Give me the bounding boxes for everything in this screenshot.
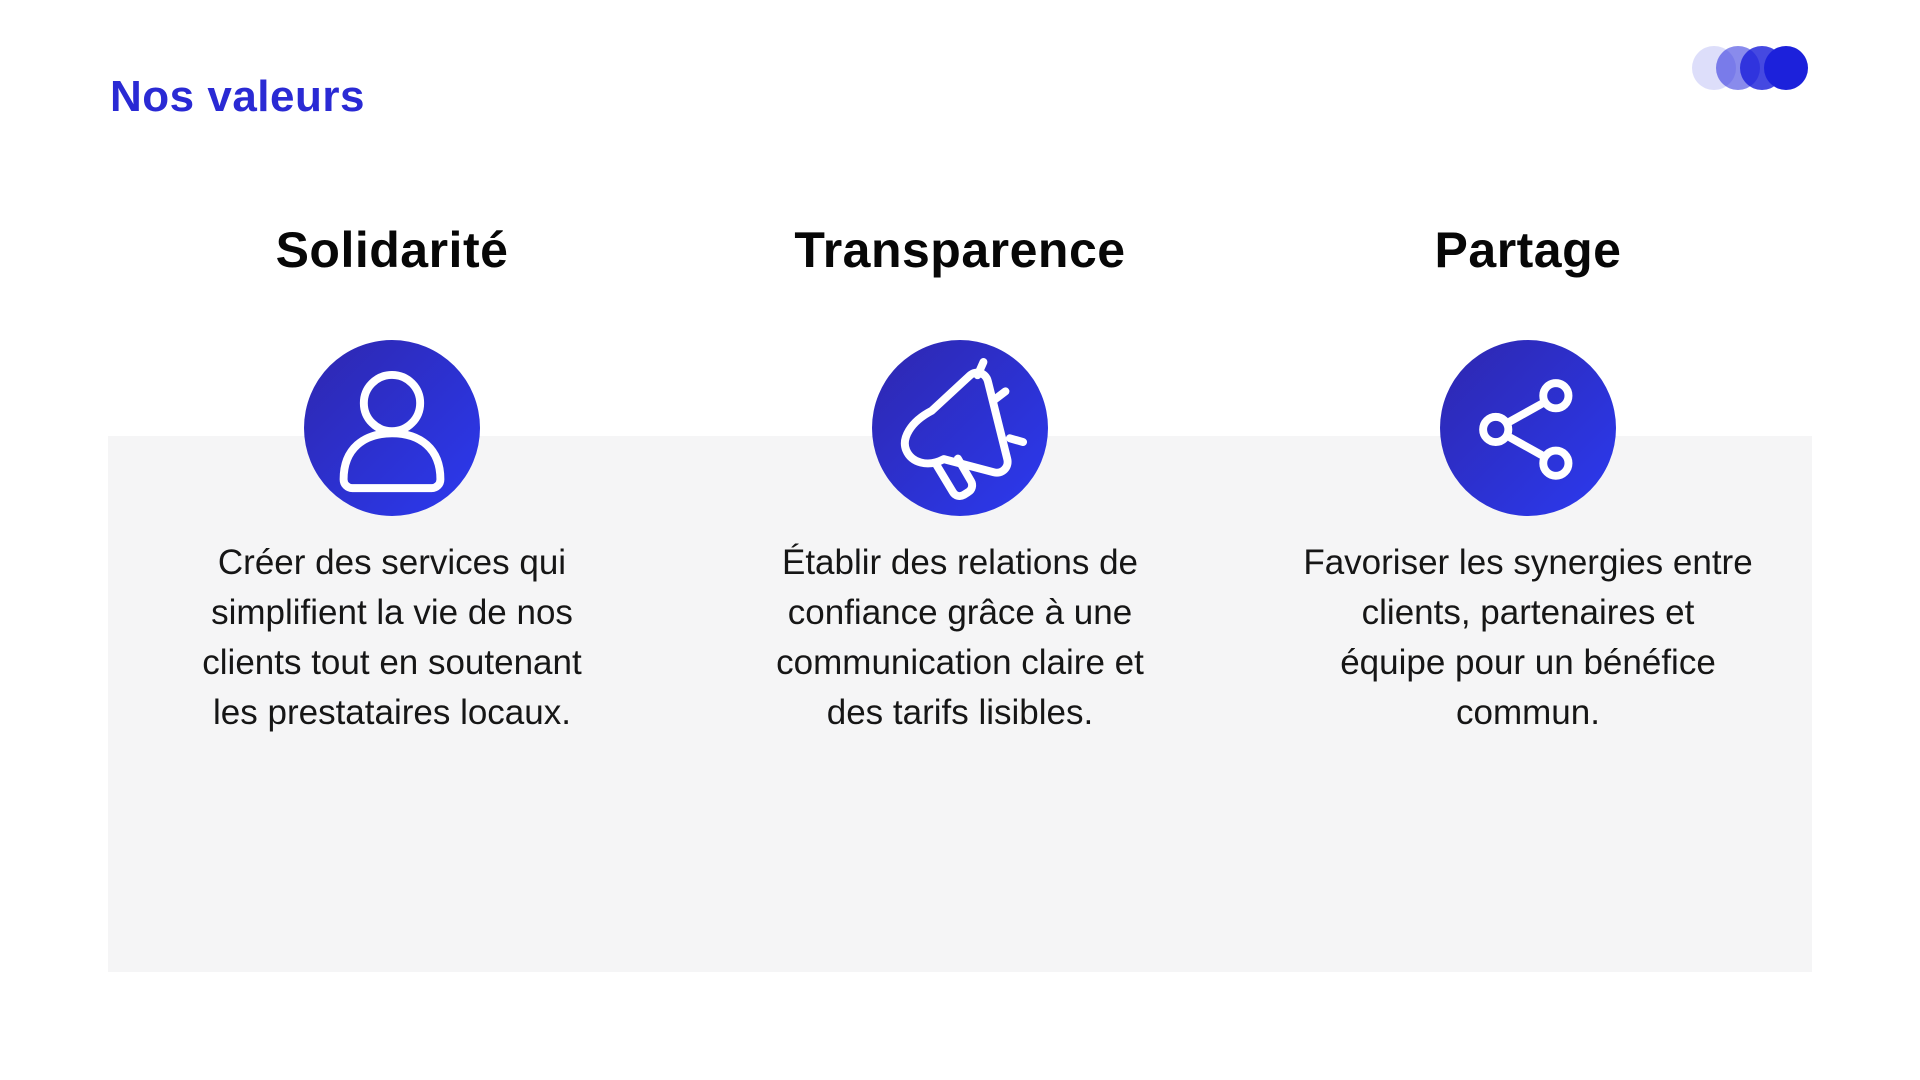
- value-heading: Solidarité: [275, 222, 509, 278]
- page-title: Nos valeurs: [110, 72, 365, 122]
- share-icon: [1479, 379, 1573, 480]
- value-heading: Transparence: [794, 222, 1126, 278]
- value-description: Favoriser les synergies entre clients, p…: [1303, 543, 1753, 732]
- dot-4: [1764, 46, 1808, 90]
- value-column-transparence: Transparence Établir des relations de co…: [676, 220, 1244, 738]
- value-heading: Partage: [1434, 222, 1622, 278]
- person-icon-circle: [304, 340, 480, 516]
- background-band: [108, 436, 1812, 972]
- value-description: Créer des services qui simplifient la vi…: [202, 543, 582, 732]
- person-icon: [339, 370, 445, 493]
- megaphone-icon: [901, 358, 1028, 500]
- share-icon-circle: [1440, 340, 1616, 516]
- value-description: Établir des relations de confiance grâce…: [776, 543, 1144, 732]
- decorative-dots: [1692, 46, 1808, 90]
- values-row: Solidarité Créer des services qui simpli…: [108, 220, 1812, 738]
- value-column-partage: Partage Favoriser les synergies entre cl…: [1244, 220, 1812, 738]
- megaphone-icon-circle: [872, 340, 1048, 516]
- value-column-solidarite: Solidarité Créer des services qui simpli…: [108, 220, 676, 738]
